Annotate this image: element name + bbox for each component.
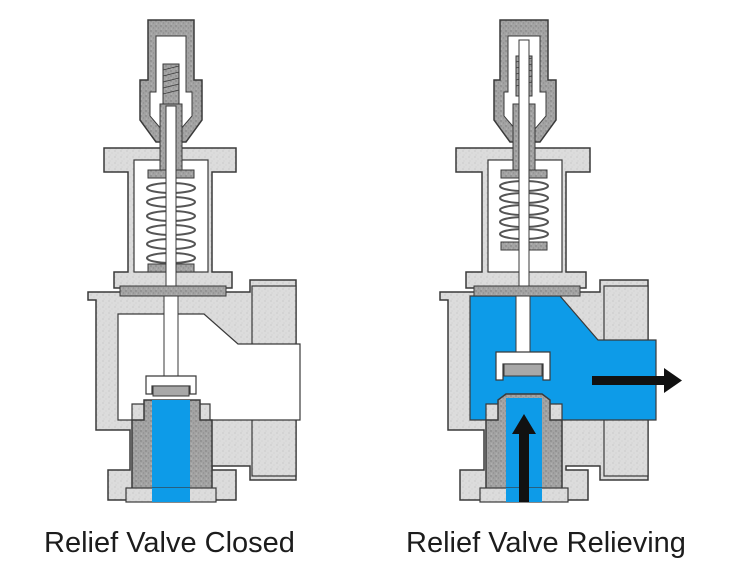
outlet-flow-arrow [592,368,682,393]
disc [495,351,551,381]
caption-relief-valve-relieving: Relief Valve Relieving [406,527,686,559]
stem [515,295,531,353]
adjusting-screw [162,63,180,105]
valve-closed [87,19,301,503]
inlet-flow-arrow [512,414,536,502]
disc-insert [152,385,190,397]
valve-relieving [439,19,682,503]
guide-plate [473,285,581,297]
inlet-bore [152,488,190,502]
disc-insert [503,363,543,377]
stem [163,295,179,377]
guide-plate [119,285,227,297]
spindle [518,39,530,287]
spindle [165,105,177,287]
caption-relief-valve-closed: Relief Valve Closed [44,527,295,559]
inlet-fluid [152,400,190,500]
disc [145,375,197,395]
